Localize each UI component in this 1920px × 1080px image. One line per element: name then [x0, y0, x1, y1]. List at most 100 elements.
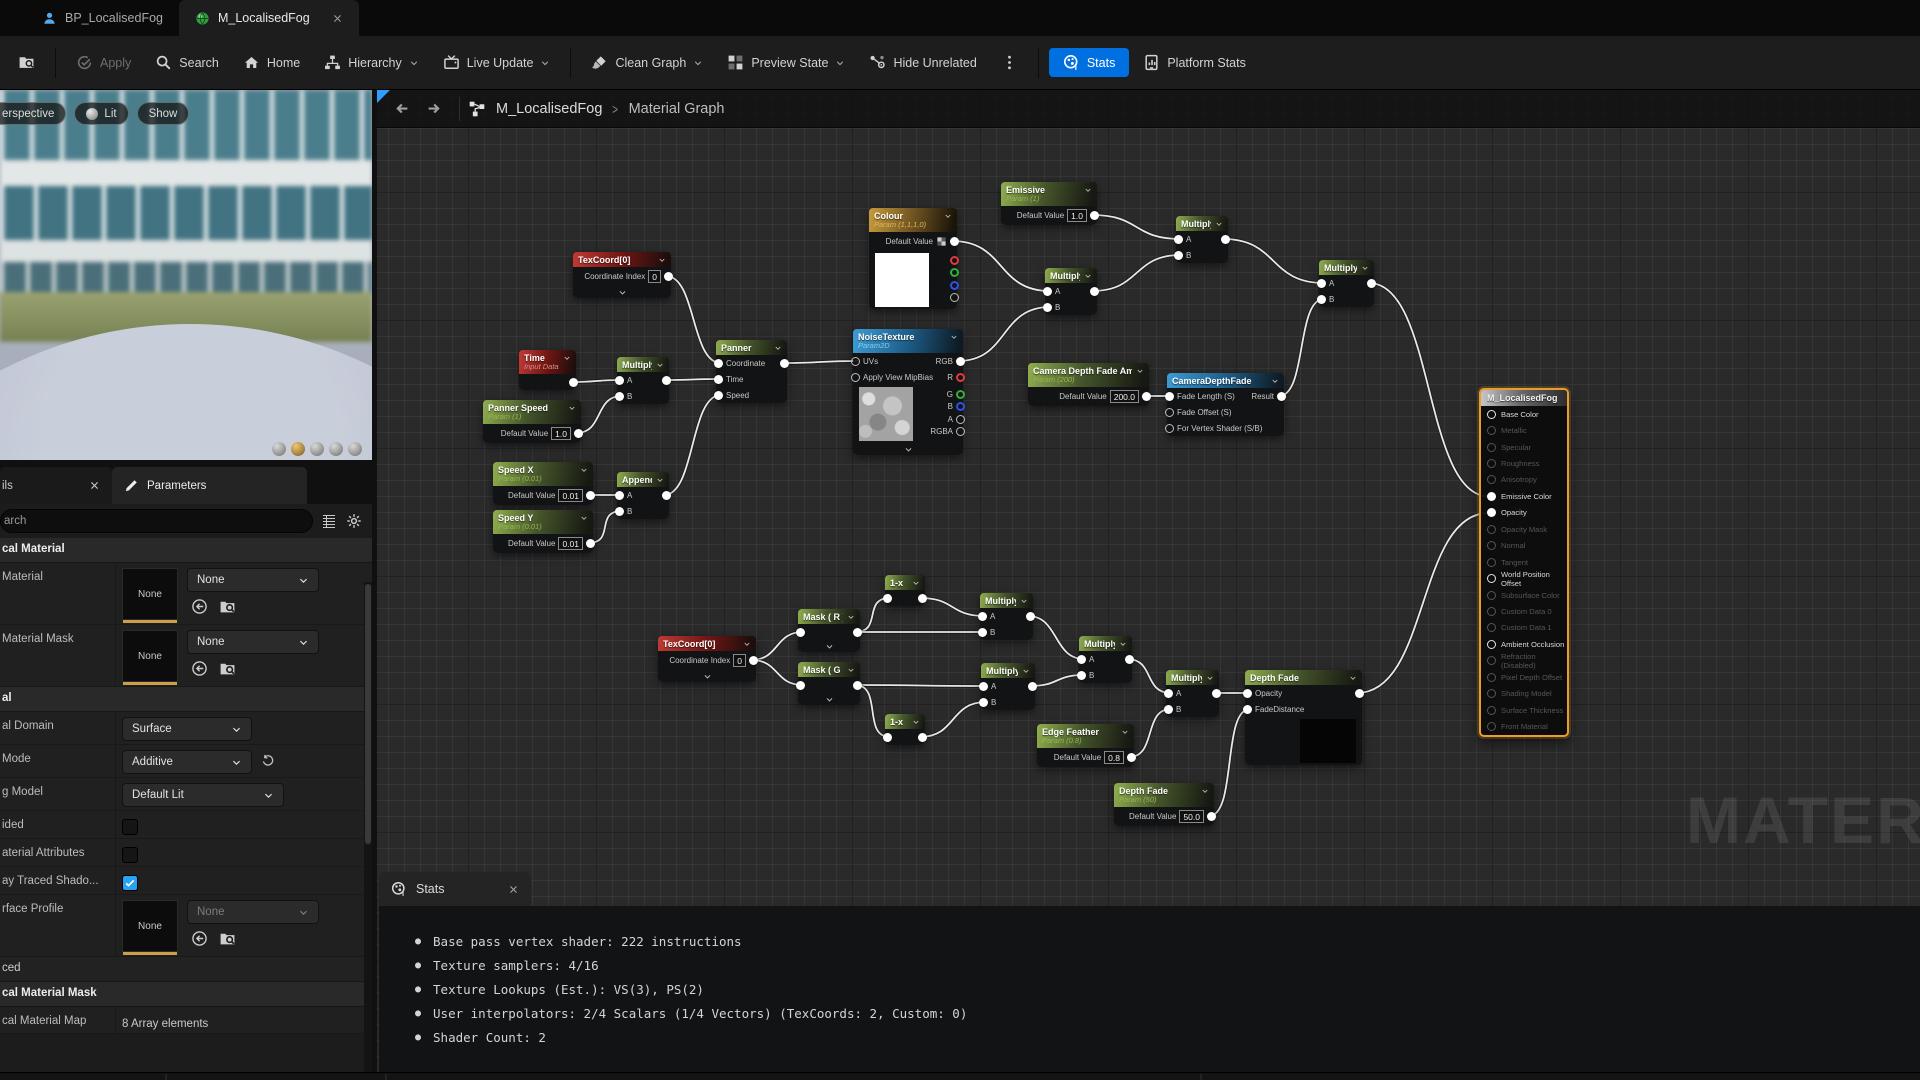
- node-pin[interactable]: [883, 733, 892, 742]
- node-pin[interactable]: [1174, 251, 1183, 260]
- node-pin[interactable]: [1487, 574, 1496, 583]
- node-depthfade_param[interactable]: Depth FadeParam (50)Default Value50.0: [1114, 783, 1214, 826]
- preview-shape-cylinder[interactable]: [272, 442, 286, 456]
- close-icon[interactable]: [89, 480, 100, 491]
- node-pin[interactable]: [1487, 722, 1496, 731]
- preview-shape-plane[interactable]: [310, 442, 324, 456]
- node-pin[interactable]: [883, 594, 892, 603]
- asset-thumbnail[interactable]: None: [122, 568, 178, 620]
- node-mult24[interactable]: MultiplyAB: [981, 663, 1035, 710]
- node-pin[interactable]: [796, 681, 805, 690]
- node-pin[interactable]: [1142, 392, 1151, 401]
- dropdown-g-model[interactable]: Default Lit: [122, 783, 284, 807]
- node-pin[interactable]: [1164, 689, 1173, 698]
- node-output[interactable]: M_LocalisedFogBase ColorMetallicSpecular…: [1479, 388, 1569, 737]
- node-pin[interactable]: [950, 293, 959, 302]
- default-value[interactable]: 50.0: [1179, 810, 1204, 823]
- asset-thumbnail[interactable]: None: [122, 630, 178, 682]
- live-update-button[interactable]: Live Update: [433, 48, 561, 77]
- viewport-pill-erspective[interactable]: erspective: [0, 102, 66, 125]
- node-depthfade_big[interactable]: Depth FadeOpacityFadeDistance: [1245, 670, 1362, 765]
- node-pin[interactable]: [1077, 671, 1086, 680]
- node-pin[interactable]: [1487, 673, 1496, 682]
- import-icon[interactable]: [191, 660, 208, 677]
- node-pin[interactable]: [714, 391, 723, 400]
- platform-stats-button[interactable]: Platform Stats: [1133, 48, 1256, 77]
- node-pin[interactable]: [569, 378, 578, 387]
- node-pin[interactable]: [1043, 303, 1052, 312]
- node-panner[interactable]: PannerCoordinateTimeSpeed: [716, 340, 787, 403]
- node-pin[interactable]: [1026, 612, 1035, 621]
- node-mult14[interactable]: MultiplyAB: [1319, 260, 1374, 307]
- node-pin[interactable]: [1487, 459, 1496, 468]
- preview-shape-teapot[interactable]: [348, 442, 362, 456]
- node-pin[interactable]: [851, 357, 860, 366]
- node-pin[interactable]: [586, 491, 595, 500]
- node-pin[interactable]: [979, 682, 988, 691]
- node-pin[interactable]: [749, 656, 758, 665]
- preview-shape-cube[interactable]: [329, 442, 343, 456]
- default-value[interactable]: 0: [733, 654, 746, 667]
- node-pin[interactable]: [1487, 410, 1496, 419]
- node-pin[interactable]: [851, 373, 860, 382]
- node-pin[interactable]: [1487, 623, 1496, 632]
- import-icon[interactable]: [191, 930, 208, 947]
- details-scrollbar[interactable]: [364, 582, 372, 1072]
- asset-dropdown[interactable]: None: [187, 900, 319, 924]
- material-preview-viewport[interactable]: erspectiveLitShow: [0, 90, 372, 460]
- node-pin[interactable]: [853, 681, 862, 690]
- node-pin[interactable]: [1487, 640, 1496, 649]
- node-maskR[interactable]: Mask ( R ): [798, 609, 860, 652]
- breadcrumb-material[interactable]: M_LocalisedFog: [496, 101, 602, 117]
- node-pin[interactable]: [1207, 812, 1216, 821]
- gear-icon[interactable]: [346, 513, 362, 529]
- node-pin[interactable]: [956, 357, 965, 366]
- default-value[interactable]: 0.01: [558, 489, 583, 502]
- node-pin[interactable]: [1487, 558, 1496, 567]
- node-append[interactable]: AppendAB: [617, 472, 669, 519]
- details-tab-parameters[interactable]: Parameters: [112, 467, 307, 504]
- node-pin[interactable]: [1487, 525, 1496, 534]
- node-mult26[interactable]: MultiplyAB: [1166, 670, 1219, 717]
- stats-button[interactable]: iStats: [1049, 48, 1130, 77]
- editor-tab-m_localisedfog[interactable]: M_LocalisedFog: [179, 0, 359, 36]
- node-texcoord1[interactable]: TexCoord[0]Coordinate Index0: [573, 252, 671, 298]
- node-texcoord2[interactable]: TexCoord[0]Coordinate Index0: [658, 636, 756, 682]
- node-pin[interactable]: [950, 268, 959, 277]
- node-mult13[interactable]: MultiplyAB: [1176, 216, 1228, 263]
- node-cdf[interactable]: CameraDepthFadeFade Length (S)ResultFade…: [1167, 373, 1284, 436]
- node-pin[interactable]: [978, 612, 987, 621]
- node-pin[interactable]: [662, 491, 671, 500]
- node-pin[interactable]: [574, 429, 583, 438]
- node-time[interactable]: TimeInput Data: [519, 350, 576, 390]
- node-pin[interactable]: [1487, 689, 1496, 698]
- node-pin[interactable]: [918, 594, 927, 603]
- node-pin[interactable]: [1090, 287, 1099, 296]
- node-pin[interactable]: [956, 402, 965, 411]
- details-tab-ils[interactable]: ils: [0, 467, 112, 504]
- overflow-button[interactable]: [991, 48, 1028, 77]
- close-icon[interactable]: [508, 884, 519, 895]
- node-panner_speed[interactable]: Panner SpeedParam (1)Default Value1.0: [483, 400, 581, 443]
- node-pin[interactable]: [853, 628, 862, 637]
- node-pin[interactable]: [1367, 279, 1376, 288]
- node-pin[interactable]: [1317, 279, 1326, 288]
- asset-dropdown[interactable]: None: [187, 630, 319, 654]
- node-pin[interactable]: [950, 281, 959, 290]
- dropdown-mode[interactable]: Additive: [122, 750, 252, 774]
- node-pin[interactable]: [1127, 753, 1136, 762]
- hide-unrelated-button[interactable]: Hide Unrelated: [859, 48, 986, 77]
- asset-thumbnail[interactable]: None: [122, 900, 178, 952]
- node-pin[interactable]: [1043, 287, 1052, 296]
- node-pin[interactable]: [978, 628, 987, 637]
- browse-button[interactable]: [8, 48, 45, 77]
- node-pin[interactable]: [956, 427, 965, 436]
- node-mult23[interactable]: MultiplyAB: [980, 593, 1033, 640]
- node-pin[interactable]: [1077, 655, 1086, 664]
- node-colour[interactable]: ColourParam (1,1,1,0)Default Value: [869, 208, 957, 309]
- node-onem2[interactable]: 1-x: [885, 714, 925, 745]
- node-pin[interactable]: [664, 272, 673, 281]
- editor-tab-bp_localisedfog[interactable]: BP_LocalisedFog: [26, 0, 179, 36]
- node-pin[interactable]: [956, 415, 965, 424]
- folder-search-icon[interactable]: [219, 660, 236, 677]
